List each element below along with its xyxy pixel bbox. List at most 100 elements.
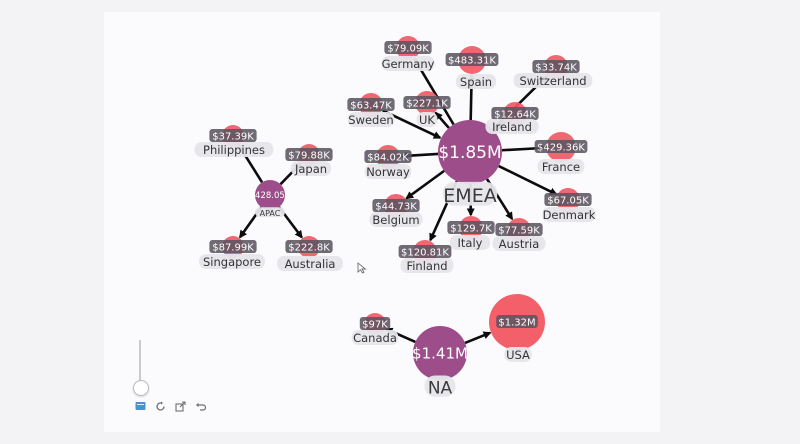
node-value-australia: $222.8K [288,243,330,254]
node-norway[interactable]: $84.02K [364,145,412,169]
node-label-philippines: Philippines [203,143,265,157]
node-philippines[interactable]: $37.39K [209,125,257,147]
hub-label-emea: EMEA [443,185,496,207]
label-bg-uk [416,112,438,127]
refresh-icon[interactable] [154,400,166,412]
node-label-italy: Italy [458,236,483,250]
node-label-canada: Canada [353,331,397,345]
label-bg-austria [492,236,546,251]
square-icon[interactable] [134,400,146,412]
hub-value-na: $1.41M [412,344,468,362]
node-label-usa: USA [506,348,530,362]
value-pill-finland [398,245,452,258]
node-value-switzerland: $33.74K [535,63,577,74]
label-bg-japan [290,161,332,176]
hub-circle-na[interactable] [413,326,467,380]
node-denmark[interactable]: $67.05K [544,188,592,212]
node-label-singapore: Singapore [203,255,261,269]
node-france[interactable]: $429.36K [534,132,588,162]
export-icon[interactable] [174,400,186,412]
node-label-spain: Spain [460,75,492,89]
node-germany[interactable]: $79.09K [384,36,432,60]
hub-na[interactable]: $1.41M [412,326,468,380]
label-bg-france [537,159,585,174]
value-pill-uk [403,96,451,109]
hub-label-bg-na [424,375,456,397]
label-bg-spain [455,74,497,89]
node-value-singapore: $87.99K [212,243,254,254]
zoom-slider-thumb[interactable] [133,380,149,396]
hub-value-apac: $428.05K [250,191,291,201]
hub-label-bg-emea [442,181,498,206]
value-pill-philippines [209,129,257,142]
value-pill-germany [384,41,432,54]
hub-value-emea: $1.85M [438,143,501,163]
label-bg-usa [504,347,532,362]
node-australia[interactable]: $222.8K [285,236,333,258]
node-italy[interactable]: $129.7K [447,216,495,240]
hub-label-apac: APAC [260,209,281,218]
hub-label-na: NA [428,379,453,399]
node-value-belgium: $44.73K [375,202,417,213]
edge-na-usa [464,331,492,345]
label-bg-belgium [369,212,423,227]
node-japan[interactable]: $79.88K [285,144,333,166]
hub-circle-emea[interactable] [438,120,502,184]
node-label-germany: Germany [382,57,435,71]
node-sweden[interactable]: $63.47K [347,93,395,117]
value-pill-usa [496,315,538,328]
value-pill-japan [285,148,333,161]
node-label-belgium: Belgium [372,213,419,227]
value-pill-italy [447,221,495,234]
zoom-slider-track[interactable] [139,340,141,388]
node-value-austria: $77.59K [498,226,540,237]
node-value-denmark: $67.05K [547,196,589,207]
node-label-austria: Austria [499,237,540,251]
node-value-uk: $227.1K [406,99,448,110]
label-bg-canada [351,330,399,345]
value-pill-ireland [491,107,539,120]
node-label-denmark: Denmark [543,208,596,222]
undo-icon[interactable] [194,400,206,412]
node-singapore[interactable]: $87.99K [209,236,257,258]
label-bg-denmark [542,207,596,222]
node-label-norway: Norway [366,165,410,179]
hub-apac[interactable]: $428.05K [250,180,291,210]
node-usa[interactable]: $1.32M [489,294,545,350]
graph-controls [128,336,208,416]
node-uk[interactable]: $227.1K [403,91,451,115]
label-bg-ireland [485,119,539,134]
node-value-sweden: $63.47K [350,101,392,112]
node-label-uk: UK [419,113,435,127]
node-label-japan: Japan [294,162,327,176]
node-value-usa: $1.32M [498,318,535,329]
label-bg-philippines [194,142,274,157]
node-value-norway: $84.02K [367,153,409,164]
edge-emea-denmark [498,164,558,196]
node-canada[interactable]: $97K [359,313,391,335]
node-value-canada: $97K [362,320,388,331]
graph-toolbar [134,400,206,412]
node-label-switzerland: Switzerland [519,74,586,88]
value-pill-norway [364,150,412,163]
value-pill-france [534,140,588,153]
hub-label-bg-apac [255,207,285,218]
node-label-finland: Finland [406,259,447,273]
label-bg-singapore [199,254,265,269]
label-bg-switzerland [513,73,593,88]
label-bg-australia [277,256,343,271]
node-value-france: $429.36K [537,143,585,154]
value-pill-canada [359,317,391,330]
node-value-philippines: $37.39K [212,132,254,143]
value-pill-sweden [347,98,395,111]
value-pill-switzerland [532,60,580,73]
value-pill-denmark [544,193,592,206]
hub-circle-apac[interactable] [255,180,285,210]
edge-emea-belgium [405,169,445,200]
label-bg-sweden [347,112,395,127]
node-label-ireland: Ireland [492,120,532,134]
node-spain[interactable]: $483.31K [445,46,499,74]
value-pill-australia [285,240,333,253]
hub-emea[interactable]: $1.85M [438,120,502,184]
